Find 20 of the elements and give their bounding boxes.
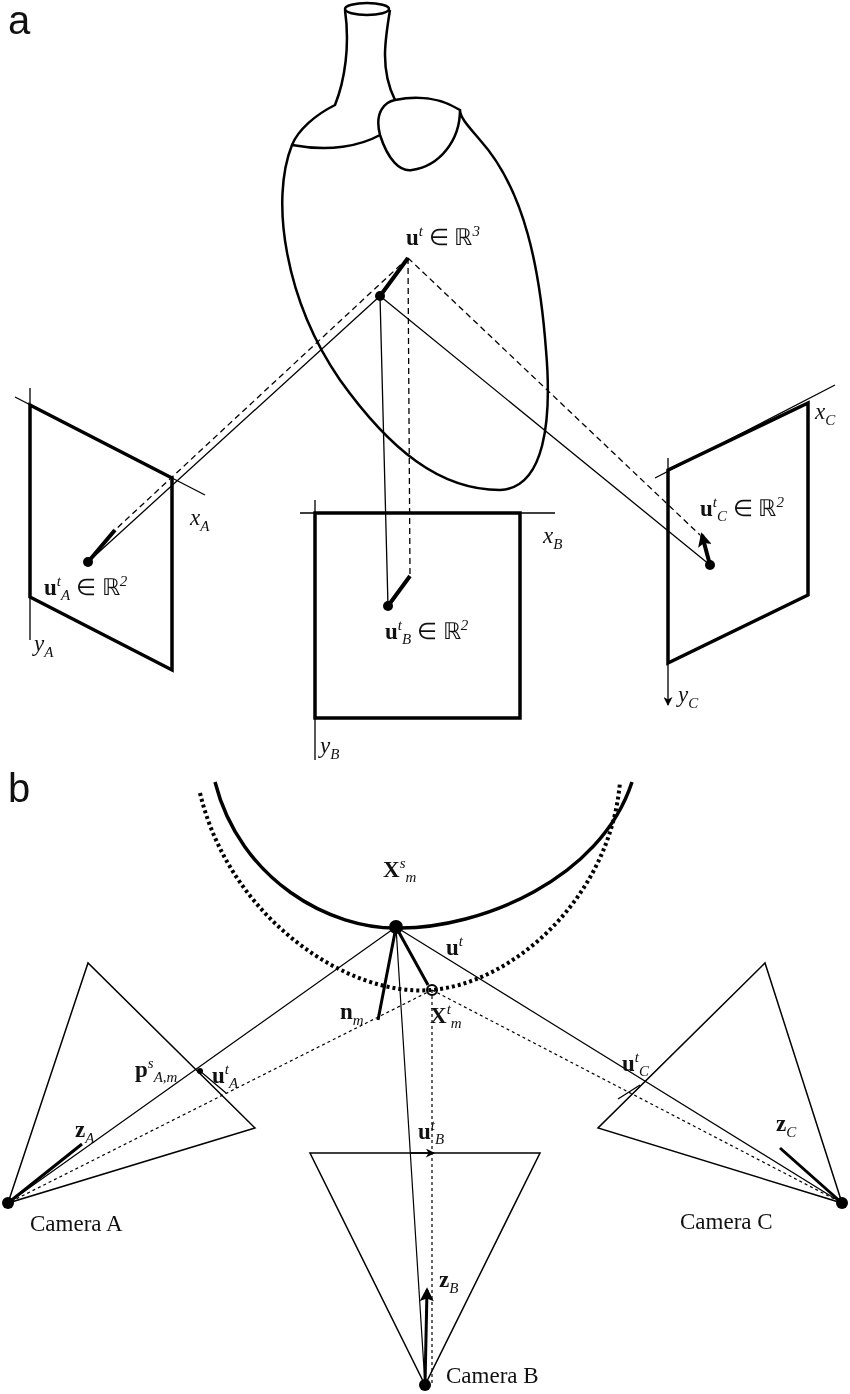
vector-label: u$^{t}$$_{A}$ ∈ ℝ$^{2}$ xyxy=(44,574,128,604)
panel-letter: b xyxy=(8,768,31,808)
axis-label: x$_{A}$ xyxy=(190,506,210,534)
axis-label: y$_{B}$ xyxy=(320,734,340,762)
axis-label: x$_{C}$ xyxy=(815,400,836,428)
panel-letter: a xyxy=(8,0,31,40)
camera-label: Camera B xyxy=(446,1364,539,1387)
vector-label: u$^{t}$ ∈ ℝ$^{3}$ xyxy=(406,224,480,249)
vector-label: z$_{A}$ xyxy=(75,1118,95,1146)
axis-label: y$_{C}$ xyxy=(678,683,699,711)
vector-label: u$^{t}$$_{C}$ ∈ ℝ$^{2}$ xyxy=(700,495,784,525)
vector-label: u$^{t}$$_{B}$ ∈ ℝ$^{2}$ xyxy=(385,618,469,648)
vector-label: u$^{t}$ xyxy=(446,934,463,959)
vector-label: z$_{B}$ xyxy=(439,1268,459,1296)
axis-label: x$_{B}$ xyxy=(543,524,563,552)
camera-label: Camera A xyxy=(30,1212,123,1235)
axis-label: y$_{A}$ xyxy=(34,632,54,660)
vector-label: z$_{C}$ xyxy=(776,1112,797,1140)
vector-label: n$_{m}$ xyxy=(340,1000,364,1028)
camera-label: Camera C xyxy=(680,1210,773,1233)
